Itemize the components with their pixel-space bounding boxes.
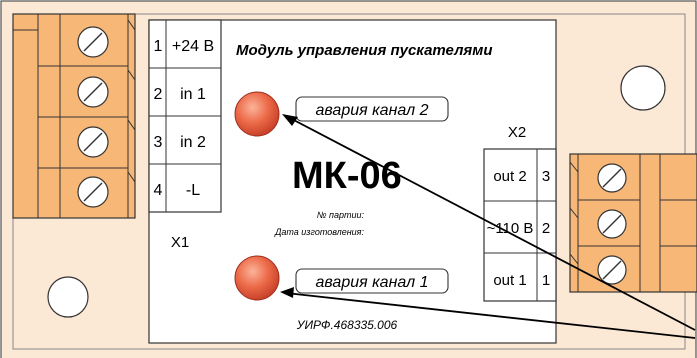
x1-label: X1 — [171, 234, 189, 251]
x2-pin-signal: ~110 В — [487, 220, 534, 237]
led-label-box — [295, 96, 449, 122]
led-channel-1 — [234, 255, 280, 301]
terminal-block-right — [569, 153, 697, 293]
x1-pin-number: 4 — [154, 182, 163, 199]
led-label-channel-2: авария канал 2 — [316, 102, 429, 119]
mounting-hole — [620, 65, 666, 111]
x1-pin-signal: +24 В — [172, 38, 214, 55]
pointer-arrow — [280, 287, 696, 339]
mounting-hole — [47, 276, 89, 318]
x1-pin-signal: in 1 — [180, 86, 206, 103]
x1-pin-number: 2 — [154, 86, 163, 103]
part-number: УИРФ.468335.006 — [296, 318, 398, 332]
screw-icon — [597, 255, 627, 285]
x1-pin-number: 3 — [154, 134, 163, 151]
x1-pin-number: 1 — [154, 38, 163, 55]
x2-pin-number: 3 — [542, 168, 550, 185]
x2-label: X2 — [508, 124, 526, 141]
x1-pin-signal: -L — [186, 182, 200, 199]
module-model: МК-06 — [292, 155, 402, 197]
screw-icon — [77, 126, 109, 158]
x2-pin-number: 2 — [542, 220, 550, 237]
screw-icon — [77, 76, 109, 108]
led-label-channel-1: авария канал 1 — [316, 274, 429, 291]
led-channel-2 — [234, 91, 280, 137]
x2-pin-signal: out 1 — [493, 272, 526, 289]
screw-icon — [77, 176, 109, 208]
screw-icon — [597, 209, 627, 239]
pointer-arrow — [282, 114, 696, 331]
x2-pin-number: 1 — [542, 272, 550, 289]
terminal-block-left — [12, 13, 136, 219]
date-label: Дата изготовления: — [274, 227, 364, 237]
x2-pin-signal: out 2 — [493, 168, 526, 185]
screw-icon — [597, 163, 627, 193]
x1-pin-signal: in 2 — [180, 134, 206, 151]
screw-icon — [77, 26, 109, 58]
batch-label: № партии: — [317, 210, 365, 220]
x1-table — [148, 19, 222, 213]
led-label-box — [295, 268, 449, 294]
module-title: Модуль управления пускателями — [236, 42, 493, 59]
